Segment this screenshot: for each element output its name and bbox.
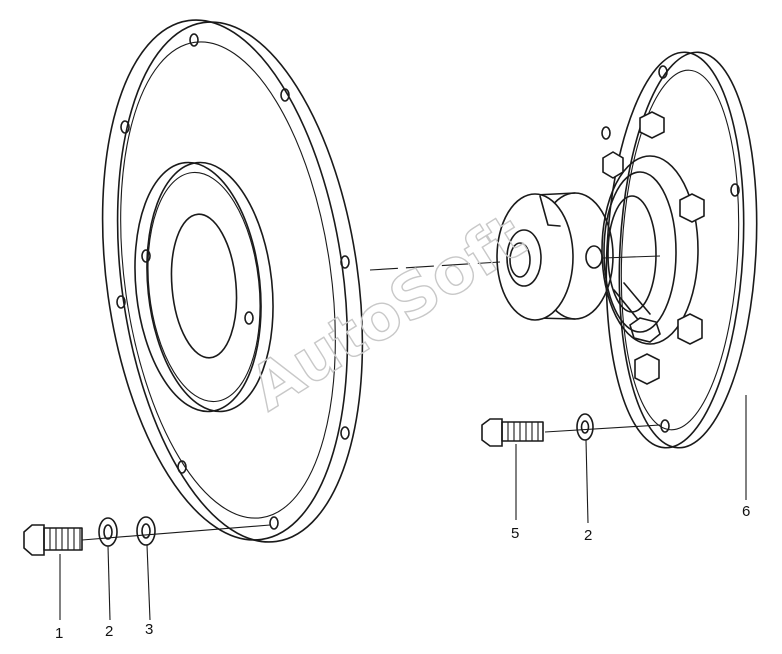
coupling-hub bbox=[496, 192, 661, 343]
callout-3: 3 bbox=[145, 621, 153, 638]
callout-6: 6 bbox=[742, 503, 750, 520]
callout-2-left: 2 bbox=[105, 623, 113, 640]
callout-5: 5 bbox=[511, 525, 519, 542]
leader-lines bbox=[59, 395, 747, 621]
bolt-left bbox=[23, 524, 83, 556]
washer-right bbox=[576, 413, 594, 441]
watermark-text: AutoSoft bbox=[237, 199, 537, 424]
left-flange-plate bbox=[101, 19, 364, 543]
assembly-lines bbox=[81, 255, 661, 541]
right-flange-plate bbox=[601, 51, 758, 449]
callout-1: 1 bbox=[55, 625, 63, 642]
lock-washer-left bbox=[136, 516, 156, 546]
bolt-right bbox=[481, 418, 544, 447]
callout-2-right: 2 bbox=[584, 527, 592, 544]
washer-left bbox=[98, 517, 118, 547]
